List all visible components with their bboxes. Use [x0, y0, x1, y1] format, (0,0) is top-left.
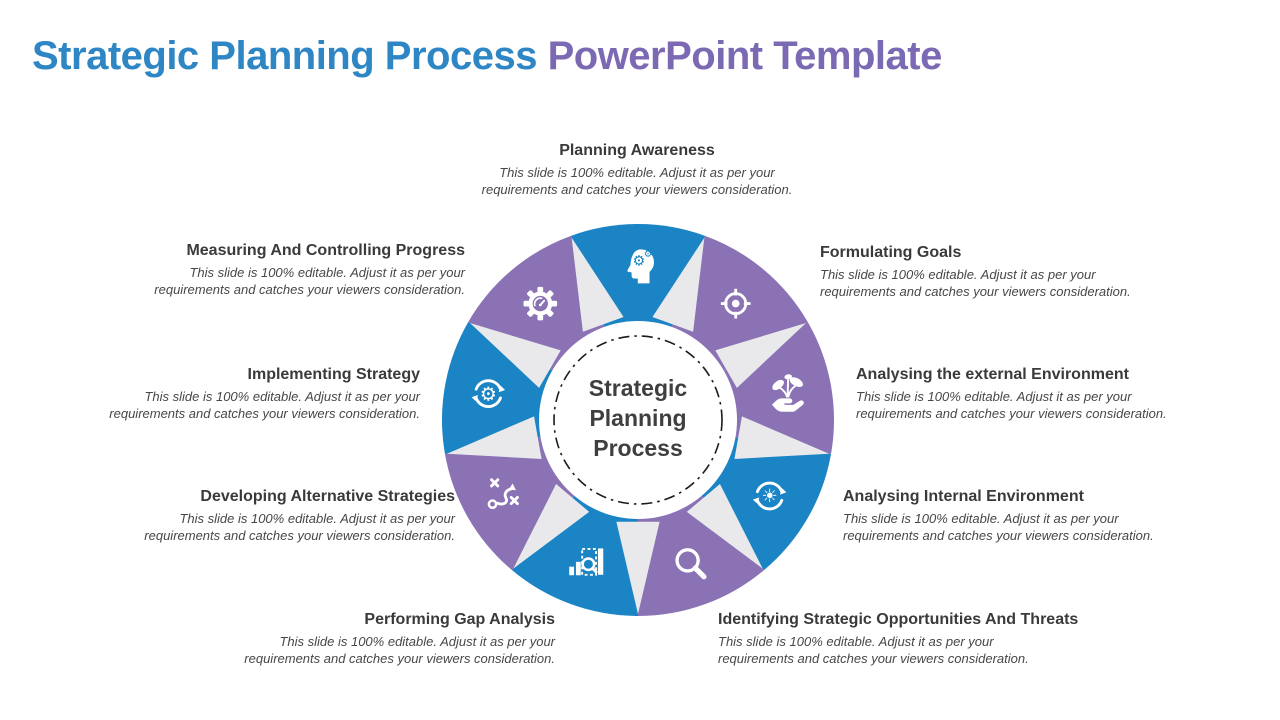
label-identifying-strategic-opportunities: Identifying Strategic Opportunities And … — [718, 611, 1138, 667]
wedge-gap — [715, 323, 807, 388]
wedge-gap — [513, 484, 590, 569]
wheel-center-title: Strategic Planning Process — [588, 375, 688, 461]
label-desc-line2: requirements and catches your viewers co… — [154, 282, 465, 297]
label-desc-line1: This slide is 100% editable. Adjust it a… — [179, 511, 455, 526]
label-desc-line2: requirements and catches your viewers co… — [843, 528, 1154, 543]
label-desc-line2: requirements and catches your viewers co… — [856, 406, 1167, 421]
label-formulating-goals: Formulating Goals This slide is 100% edi… — [820, 244, 1160, 300]
label-title: Planning Awareness — [559, 142, 715, 159]
label-title: Analysing the external Environment — [856, 366, 1129, 383]
label-desc-line2: requirements and catches your viewers co… — [481, 182, 793, 197]
label-desc-line2: requirements and catches your viewers co… — [820, 284, 1131, 299]
label-desc-line1: This slide is 100% editable. Adjust it a… — [189, 265, 465, 280]
wheel-svg: ⚙ ⚙ ☀ — [442, 223, 834, 616]
wheel-center-circle — [539, 321, 737, 519]
label-desc-line2: requirements and catches your viewers co… — [718, 651, 1029, 666]
label-title: Performing Gap Analysis — [364, 611, 555, 628]
wedge-gap — [686, 484, 763, 569]
label-desc-line1: This slide is 100% editable. Adjust it a… — [843, 511, 1119, 526]
gauge-gear-icon — [522, 285, 559, 322]
label-developing-alternative-strategies: Developing Alternative Strategies This s… — [95, 488, 455, 544]
label-title: Analysing Internal Environment — [843, 488, 1084, 505]
label-desc-line1: This slide is 100% editable. Adjust it a… — [820, 267, 1096, 282]
label-desc-line2: requirements and catches your viewers co… — [244, 651, 555, 666]
label-title: Formulating Goals — [820, 244, 962, 261]
label-title: Developing Alternative Strategies — [200, 488, 455, 505]
wedge-gap — [469, 323, 561, 388]
wedge-gap — [571, 237, 624, 332]
label-analysing-external-environment: Analysing the external Environment This … — [856, 366, 1196, 422]
wheel-dashed-circle — [553, 335, 723, 505]
label-title: Measuring And Controlling Progress — [186, 242, 465, 259]
label-analysing-internal-environment: Analysing Internal Environment This slid… — [843, 488, 1183, 544]
label-desc-line1: This slide is 100% editable. Adjust it a… — [279, 634, 555, 649]
wedge-gap — [446, 416, 542, 459]
wedge-gap — [652, 237, 705, 332]
label-title: Identifying Strategic Opportunities And … — [718, 611, 1079, 628]
label-desc-line1: This slide is 100% editable. Adjust it a… — [718, 634, 994, 649]
page-title-part-1: Strategic Planning Process — [32, 34, 537, 78]
label-desc-line1: This slide is 100% editable. Adjust it a… — [144, 389, 420, 404]
label-implementing-strategy: Implementing Strategy This slide is 100%… — [60, 366, 420, 422]
label-performing-gap-analysis: Performing Gap Analysis This slide is 10… — [195, 611, 555, 667]
wedge-gap — [616, 521, 660, 614]
label-desc-line1: This slide is 100% editable. Adjust it a… — [499, 165, 775, 180]
label-desc-line2: requirements and catches your viewers co… — [109, 406, 420, 421]
label-planning-awareness: Planning Awareness This slide is 100% ed… — [457, 142, 817, 198]
label-desc-line1: This slide is 100% editable. Adjust it a… — [856, 389, 1132, 404]
label-title: Implementing Strategy — [247, 366, 420, 383]
page-title-part-2: PowerPoint Template — [547, 34, 943, 78]
strategic-planning-wheel: ⚙ ⚙ ☀ — [418, 200, 858, 640]
label-desc-line2: requirements and catches your viewers co… — [144, 528, 455, 543]
wedge-gap — [734, 416, 830, 459]
label-measuring-and-controlling-progress: Measuring And Controlling Progress This … — [105, 242, 465, 298]
page-title: Strategic Planning Process PowerPoint Te… — [32, 34, 942, 79]
